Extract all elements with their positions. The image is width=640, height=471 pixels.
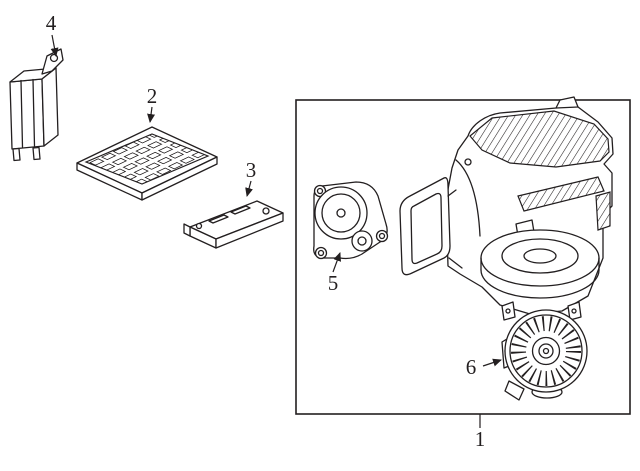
core-fins-hatch bbox=[517, 176, 605, 212]
blower-assembly-drawing bbox=[399, 96, 614, 321]
callout-label-3: 3 bbox=[246, 158, 257, 182]
filter-cover-drawing bbox=[183, 200, 284, 249]
filter-grid bbox=[84, 133, 210, 185]
servo-motor-drawing bbox=[313, 181, 389, 260]
callout-arrow-6 bbox=[482, 358, 502, 367]
callout-label-6: 6 bbox=[466, 355, 477, 379]
callout-arrow-3 bbox=[245, 180, 253, 197]
callout-label-1: 1 bbox=[475, 427, 486, 451]
callout-label-5: 5 bbox=[328, 271, 339, 295]
blower-motor-drawing bbox=[501, 309, 588, 401]
duct-opening bbox=[399, 177, 451, 276]
amplifier-bracket-drawing bbox=[9, 48, 64, 162]
callout-label-2: 2 bbox=[147, 84, 158, 108]
cabin-air-filter-drawing bbox=[76, 126, 218, 201]
assembly-boundary-box bbox=[295, 99, 631, 415]
callout-arrow-4 bbox=[50, 34, 59, 57]
inlet-grille-hatch bbox=[469, 110, 610, 168]
fan-blades bbox=[511, 316, 581, 386]
callout-arrow-2 bbox=[147, 106, 156, 123]
callout-label-4: 4 bbox=[46, 11, 57, 35]
side-vent-hatch bbox=[595, 191, 611, 231]
callout-arrow-5 bbox=[332, 252, 341, 273]
